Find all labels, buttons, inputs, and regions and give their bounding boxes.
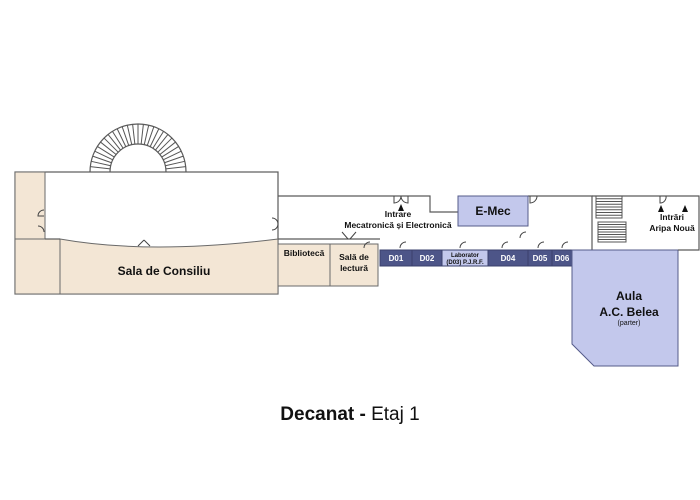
label-sala-de-lectura-2: lectură	[340, 263, 368, 273]
label-d06: D06	[555, 254, 570, 263]
label-biblioteca: Bibliotecă	[284, 248, 325, 258]
rotunda-step	[97, 146, 115, 158]
rotunda-step	[143, 125, 150, 145]
rotunda-stairs	[89, 123, 187, 173]
staircase-new-wing	[595, 195, 627, 243]
rotunda-step	[157, 137, 173, 153]
rotunda-step	[107, 134, 121, 151]
rotunda-step	[132, 124, 136, 145]
sala-de-consiliu	[59, 238, 279, 295]
label-laborator-2: (D03) P.J.R.F.	[446, 260, 484, 266]
sala-de-lectura	[329, 243, 379, 287]
rotunda-step	[149, 128, 160, 147]
rotunda-step	[161, 146, 179, 158]
rotunda-step	[112, 131, 124, 149]
label-aula: Aula	[616, 289, 642, 303]
rotunda-step	[146, 126, 155, 146]
label-sala-de-lectura: Sală de	[339, 252, 369, 262]
label-d05: D05	[533, 254, 548, 263]
rotunda-step	[90, 166, 111, 170]
rotunda-step	[94, 150, 113, 161]
rotunda-step	[165, 160, 185, 167]
rotunda-step	[91, 160, 111, 167]
page-title: Decanat - Etaj 1	[0, 404, 700, 426]
label-aula-3: (parter)	[618, 320, 641, 327]
entrance-arrow-icon	[682, 205, 688, 212]
label-e-mec: E-Mec	[475, 204, 511, 218]
rotunda-step	[165, 166, 186, 170]
rotunda-step	[92, 155, 112, 164]
doors	[37, 195, 667, 249]
entrance-arrow-icon	[398, 204, 404, 211]
rotunda-step	[164, 155, 184, 164]
left-room-lower	[14, 238, 61, 295]
rotunda-step	[155, 134, 169, 151]
entrance-arrow-icon	[658, 205, 664, 212]
label-intrari-aripa: Intrări	[660, 212, 684, 222]
label-sala-de-consiliu: Sala de Consiliu	[118, 264, 211, 278]
title-floor: Etaj 1	[365, 404, 420, 425]
rotunda-step	[126, 125, 133, 145]
label-d04: D04	[501, 254, 516, 263]
title-decanat: Decanat -	[280, 404, 366, 425]
rotunda-step	[100, 141, 117, 155]
label-aula-2: A.C. Belea	[599, 305, 659, 319]
label-laborator: Laborator	[451, 253, 480, 259]
rotunda-step	[159, 141, 176, 155]
left-room-upper	[14, 171, 46, 240]
label-intrare-mec: Intrare	[385, 209, 412, 219]
rotunda-step	[103, 137, 119, 153]
label-intrari-aripa-2: Aripa Nouă	[649, 223, 695, 233]
e-mec-room	[457, 195, 529, 227]
rotunda-step	[121, 126, 130, 146]
label-d01: D01	[389, 254, 404, 263]
rotunda-step	[116, 128, 127, 147]
label-d02: D02	[420, 254, 435, 263]
rotunda-step	[163, 150, 182, 161]
label-intrare-mec-2: Mecatronică și Electronică	[344, 220, 452, 230]
aula-ac-belea	[571, 249, 679, 367]
rotunda-step	[152, 131, 164, 149]
rotunda-step	[140, 124, 144, 145]
